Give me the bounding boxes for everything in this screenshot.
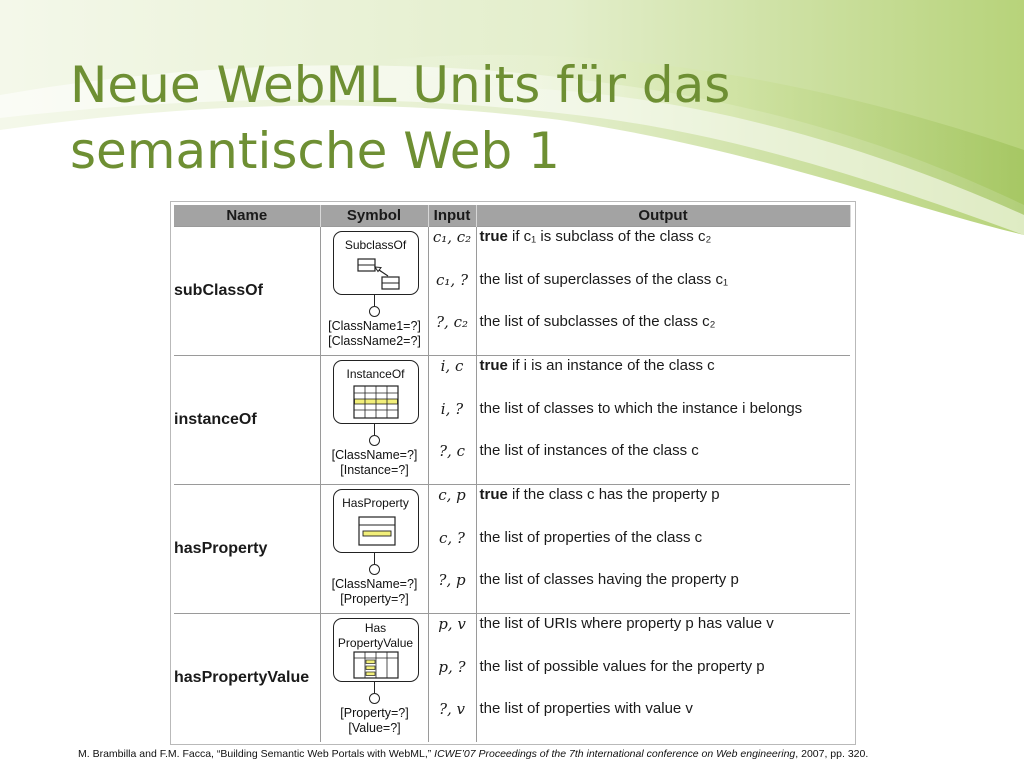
table-row: subClassOf SubclassOf bbox=[174, 226, 850, 356]
citation-footnote: M. Brambilla and F.M. Facca, “Building S… bbox=[78, 748, 869, 760]
symbol-label: SubclassOf bbox=[344, 238, 407, 252]
header-symbol: Symbol bbox=[320, 205, 429, 227]
unit-name: instanceOf bbox=[174, 355, 321, 485]
output-port-icon bbox=[368, 564, 380, 575]
instanceof-symbol: InstanceOf [ClassName=?] bbox=[321, 356, 429, 484]
symbol-params: [ClassName=?] [Instance=?] bbox=[331, 448, 418, 477]
header-name: Name bbox=[174, 205, 321, 227]
table-header-row: Name Symbol Input Output bbox=[174, 205, 851, 227]
output-cell: true if i is an instance of the class c … bbox=[476, 355, 850, 485]
property-box-icon bbox=[357, 516, 396, 546]
unit-name: hasProperty bbox=[174, 484, 321, 614]
background-swoosh bbox=[0, 0, 1024, 235]
unit-name: hasPropertyValue bbox=[174, 613, 321, 742]
symbol-label: InstanceOf bbox=[346, 367, 405, 381]
slide-title-line2: semantische Web 1 bbox=[70, 122, 560, 180]
haspropertyvalue-symbol: Has PropertyValue bbox=[321, 614, 429, 742]
input-cell: p, v p, ? ?, v bbox=[428, 613, 477, 742]
input-cell: c₁, c₂ c₁, ? ?, c₂ bbox=[428, 226, 477, 356]
table-row: instanceOf InstanceOf bbox=[174, 355, 850, 485]
output-port-icon bbox=[368, 306, 380, 317]
hasproperty-symbol: HasProperty [ClassName=?] [Property=?] bbox=[321, 485, 429, 613]
units-table-frame: Name Symbol Input Output subClassOf Subc… bbox=[170, 201, 856, 745]
symbol-params: [ClassName1=?] [ClassName2=?] bbox=[328, 319, 421, 348]
slide-title-line1: Neue WebML Units für das bbox=[70, 56, 731, 114]
subclassof-symbol: SubclassOf [ClassName1=?] [ bbox=[321, 227, 429, 355]
class-hierarchy-icon bbox=[356, 258, 400, 290]
table-row: hasPropertyValue Has PropertyValue bbox=[174, 613, 850, 742]
output-port-icon bbox=[368, 693, 380, 704]
input-cell: i, c i, ? ?, c bbox=[428, 355, 477, 485]
symbol-label: HasProperty bbox=[342, 496, 409, 510]
unit-name: subClassOf bbox=[174, 226, 321, 356]
symbol-params: [Property=?] [Value=?] bbox=[340, 706, 409, 735]
output-port-icon bbox=[368, 435, 380, 446]
output-cell: the list of URIs where property p has va… bbox=[476, 613, 850, 742]
units-table: Name Symbol Input Output subClassOf Subc… bbox=[174, 205, 851, 742]
table-row: hasProperty HasProperty [ClassName=?] bbox=[174, 484, 850, 614]
input-cell: c, p c, ? ?, p bbox=[428, 484, 477, 614]
output-cell: true if c₁ is subclass of the class c₂ t… bbox=[476, 226, 850, 356]
property-value-grid-icon bbox=[352, 651, 399, 679]
symbol-params: [ClassName=?] [Property=?] bbox=[331, 577, 418, 606]
instance-grid-icon bbox=[352, 385, 399, 419]
slide-title: Neue WebML Units für das semantische Web… bbox=[70, 52, 970, 184]
header-input: Input bbox=[428, 205, 477, 227]
header-output: Output bbox=[476, 205, 851, 227]
symbol-label: Has PropertyValue bbox=[337, 621, 414, 650]
output-cell: true if the class c has the property p t… bbox=[476, 484, 850, 614]
